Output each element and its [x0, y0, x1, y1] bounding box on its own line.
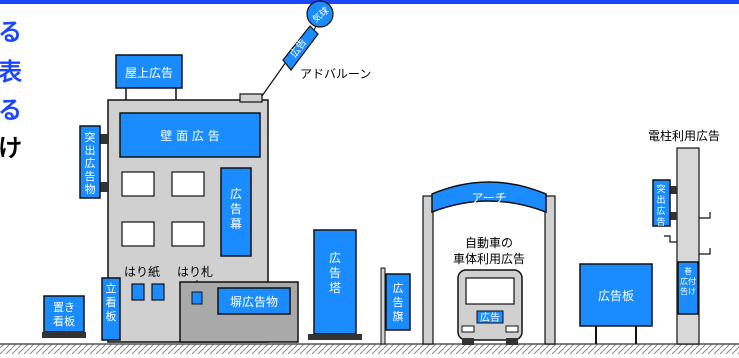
window	[121, 171, 155, 197]
balloon-tether	[261, 61, 287, 97]
pole-projecting-label: 突出広告	[656, 183, 665, 228]
pole-ad-label: 電柱利用広告	[648, 128, 720, 143]
arch-sign: アーチ	[431, 181, 547, 214]
rooftop-sign-label: 屋上広告	[125, 66, 173, 80]
bus: 広告	[457, 269, 523, 345]
wall-fence-sign-label: 塀広告物	[230, 295, 278, 309]
billboard: 広告板	[579, 263, 653, 344]
placard	[191, 291, 203, 305]
bus-sign-label: 広告	[480, 311, 500, 324]
flag-sign-label: 広告旗	[393, 282, 404, 323]
left-text-4: け	[0, 134, 22, 162]
pole-projecting-sign: 突出広告	[652, 179, 671, 228]
balloon	[306, 0, 334, 28]
projecting-sign-label: 突出広告物	[85, 130, 96, 196]
standing-sign-label: 立看板	[106, 281, 117, 323]
pole-wrap-label: 巻広付告け	[680, 266, 696, 296]
poster	[131, 283, 145, 301]
wall-sign-label: 壁 面 広 告	[160, 128, 219, 143]
projecting-sign: 突出広告物	[79, 125, 109, 199]
left-text-1: る	[0, 18, 22, 46]
window	[171, 221, 205, 247]
bus-sign	[476, 310, 504, 324]
tower-sign-label: 広告塔	[329, 251, 341, 295]
poster	[151, 283, 165, 301]
wall-sign: 壁 面 広 告	[119, 112, 261, 158]
left-text-3: る	[0, 96, 22, 124]
wall-fence-sign: 塀広告物	[217, 287, 291, 315]
billboard-label: 広告板	[598, 289, 634, 303]
rooftop-vent	[239, 93, 263, 103]
balloon-banner	[282, 25, 319, 71]
curtain-sign-label: 広告幕	[230, 187, 242, 231]
arch-label: アーチ	[471, 191, 506, 205]
poster-label: はり紙	[124, 264, 160, 279]
flag-sign: 広告旗	[380, 267, 411, 345]
left-text-2: 表	[0, 58, 23, 86]
ground	[0, 344, 739, 354]
header-stripe	[0, 0, 739, 4]
bus-windshield	[465, 277, 515, 305]
placard-label: はり札	[177, 265, 213, 279]
window	[121, 221, 155, 247]
tower-sign: 広告塔	[308, 229, 362, 340]
standing-sign: 立看板	[101, 277, 121, 341]
window	[171, 171, 205, 197]
placed-sign: 置き看板	[42, 295, 86, 338]
ad-balloon-label: アドバルーン	[300, 67, 371, 81]
curtain-sign: 広告幕	[220, 167, 252, 257]
pole-wrap-sign: 巻広付告け	[677, 261, 699, 315]
ad-balloon: 広告 気球	[261, 0, 334, 97]
rooftop-sign: 屋上広告	[115, 54, 183, 89]
placed-sign-label: 置き看板	[53, 301, 75, 328]
vehicle-ad-label: 自動車の車体利用広告	[453, 236, 525, 266]
